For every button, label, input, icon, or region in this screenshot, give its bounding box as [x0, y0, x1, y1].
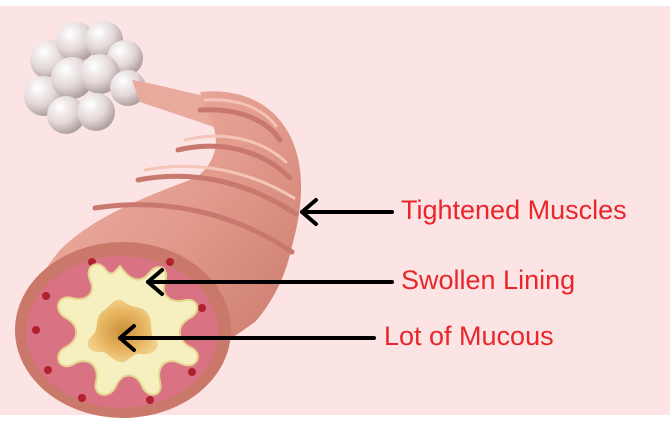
label-lot-of-mucous: Lot of Mucous — [384, 323, 554, 350]
label-tightened-muscles: Tightened Muscles — [401, 197, 627, 224]
label-swollen-lining: Swollen Lining — [401, 267, 575, 294]
frame-edge — [0, 0, 670, 6]
